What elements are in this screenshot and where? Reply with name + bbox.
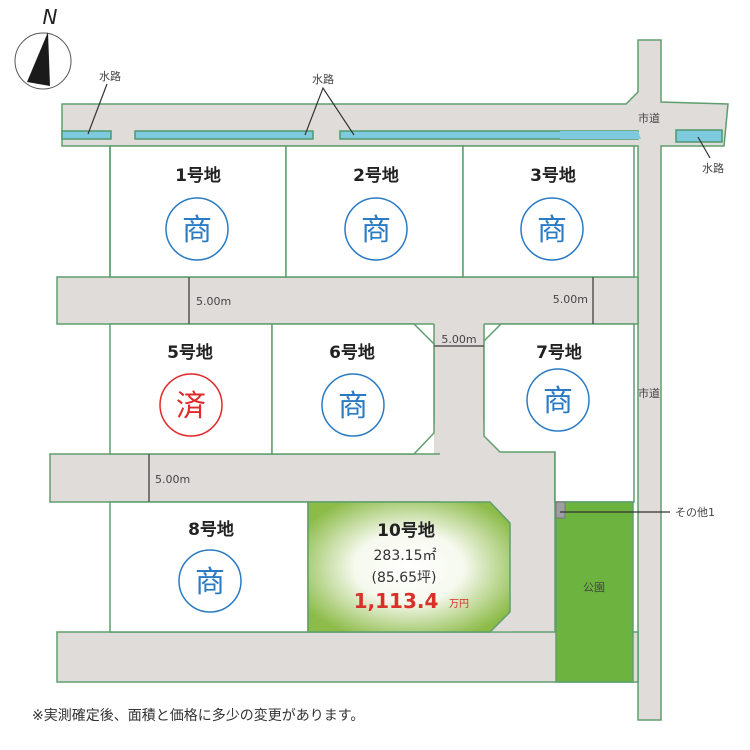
status-stamp: 商 xyxy=(537,213,567,248)
waterway-center-left xyxy=(134,130,314,140)
dimension-label: 5.00m xyxy=(155,473,190,486)
north-label: N xyxy=(43,5,58,29)
lot-7[interactable] xyxy=(483,323,635,503)
dimension-label: 5.00m xyxy=(553,293,588,306)
status-stamp: 済 xyxy=(176,389,206,424)
status-stamp-circle xyxy=(520,197,584,261)
lot-title: 1号地 xyxy=(175,165,221,186)
leader-line xyxy=(87,83,108,135)
waterway-label: 水路 xyxy=(702,162,724,175)
footnote: ※実測確定後、面積と価格に多少の変更があります。 xyxy=(32,707,364,724)
waterway-right xyxy=(675,129,723,143)
city-road-label: 市道 xyxy=(638,111,660,125)
road-row-2 xyxy=(56,276,639,325)
featured-lot-area-tsubo: (85.65坪) xyxy=(371,570,436,586)
north-arrow-icon xyxy=(14,32,72,90)
status-stamp-circle xyxy=(321,373,385,437)
status-stamp-circle xyxy=(165,197,229,261)
lot-title: 7号地 xyxy=(536,342,582,363)
lot-title: 2号地 xyxy=(353,165,399,186)
lot-title: 6号地 xyxy=(329,342,375,363)
leader-line xyxy=(304,86,355,136)
waterway-left xyxy=(61,130,112,140)
lot-5[interactable] xyxy=(109,323,273,455)
featured-lot-area-sqm: 283.15㎡ xyxy=(374,548,437,564)
waterway-label: 水路 xyxy=(312,73,334,86)
lot-title: 3号地 xyxy=(530,165,576,186)
waterway-top-right xyxy=(560,131,641,139)
park[interactable] xyxy=(555,501,634,683)
other-1-label: その他1 xyxy=(675,506,715,519)
road-bottom xyxy=(56,631,639,683)
park-label: 公園 xyxy=(583,581,605,594)
city-road-label: 市道 xyxy=(638,386,660,400)
lot-6[interactable] xyxy=(271,323,435,455)
lot-1[interactable] xyxy=(109,145,287,278)
lot-title: 8号地 xyxy=(188,519,234,540)
status-stamp: 商 xyxy=(195,565,225,600)
status-stamp-circle xyxy=(159,373,223,437)
featured-lot-title: 10号地 xyxy=(377,520,435,541)
status-stamp: 商 xyxy=(182,213,212,248)
leader-line xyxy=(697,136,711,159)
other-1-plot[interactable] xyxy=(555,501,566,519)
status-stamp-circle xyxy=(178,549,242,613)
status-stamp: 商 xyxy=(543,384,573,419)
lot-2[interactable] xyxy=(285,145,464,278)
status-stamp-circle xyxy=(344,197,408,261)
featured-lot-price-unit: 万円 xyxy=(449,599,469,610)
dimension-label: 5.00m xyxy=(196,295,231,308)
dimension-label: 5.00m xyxy=(441,333,476,346)
lot-3[interactable] xyxy=(462,145,635,278)
featured-lot-price: 1,113.4 xyxy=(354,589,439,613)
status-stamp: 商 xyxy=(338,389,368,424)
lot-10[interactable] xyxy=(307,501,511,633)
status-stamp-circle xyxy=(526,368,590,432)
waterway-label: 水路 xyxy=(99,70,121,83)
lot-title: 5号地 xyxy=(167,342,213,363)
status-stamp: 商 xyxy=(361,213,391,248)
road-top xyxy=(61,39,729,721)
